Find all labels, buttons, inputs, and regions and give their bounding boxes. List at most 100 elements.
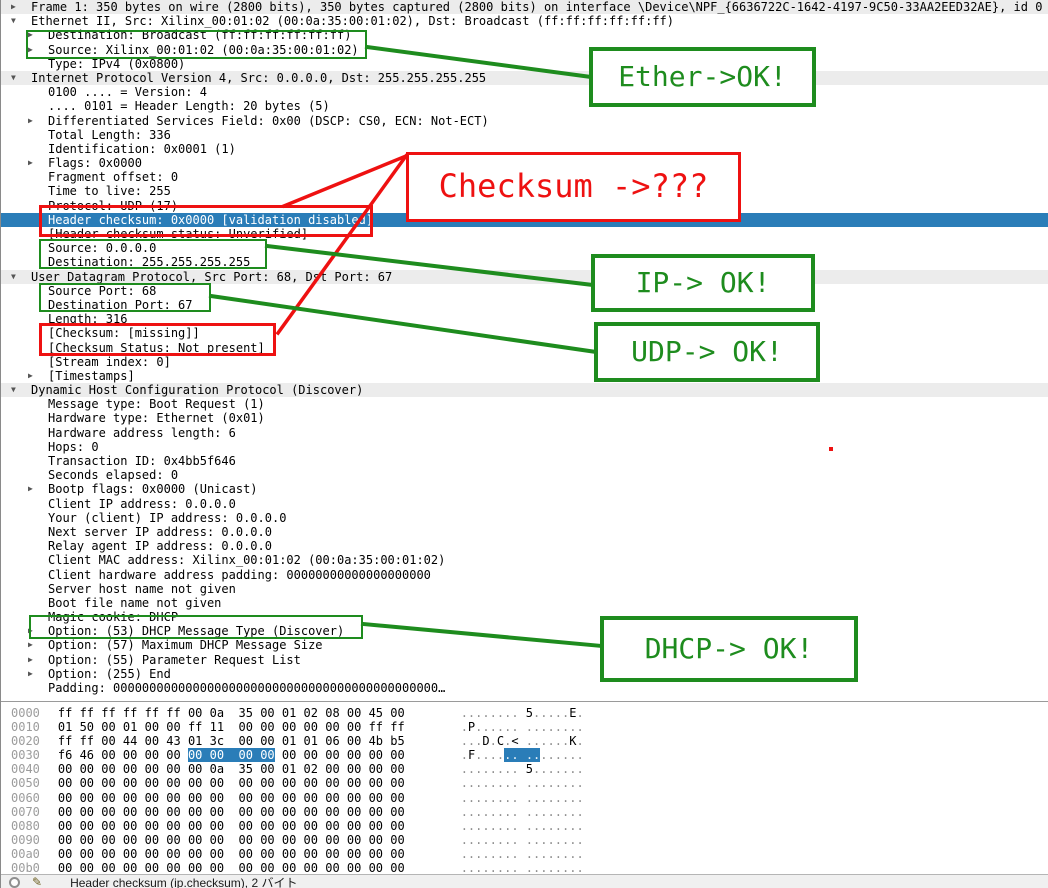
tree-row[interactable]: [Checksum Status: Not present] (1, 341, 1048, 355)
hex-ascii[interactable]: .F...... ........ (460, 748, 584, 763)
tree-row[interactable]: Client MAC address: Xilinx_00:01:02 (00:… (1, 553, 1048, 567)
expander-icon[interactable]: ▶ (28, 640, 33, 650)
hex-ascii[interactable]: ........ ........ (460, 818, 584, 833)
hex-bytes[interactable]: 00 00 00 00 00 00 00 00 00 00 00 00 00 0… (57, 846, 405, 861)
tree-row[interactable]: Boot file name not given (1, 596, 1048, 610)
tree-row[interactable]: Header checksum: 0x0000 [validation disa… (1, 212, 1048, 227)
tree-row[interactable]: ▶Flags: 0x0000 (1, 156, 1048, 170)
hex-ascii[interactable]: ........ ........ (460, 861, 584, 876)
tree-row[interactable]: Time to live: 255 (1, 184, 1048, 198)
tree-row[interactable]: [Header checksum status: Unverified] (1, 227, 1048, 241)
tree-row[interactable]: Fragment offset: 0 (1, 170, 1048, 184)
expander-icon[interactable]: ▶ (28, 158, 33, 168)
tree-row[interactable]: ▼Internet Protocol Version 4, Src: 0.0.0… (1, 70, 1048, 86)
expander-icon[interactable]: ▼ (11, 385, 16, 395)
tree-row[interactable]: Hops: 0 (1, 440, 1048, 454)
tree-row[interactable]: Relay agent IP address: 0.0.0.0 (1, 539, 1048, 553)
tree-row[interactable]: Source: 0.0.0.0 (1, 241, 1048, 255)
expander-icon[interactable]: ▼ (11, 16, 16, 26)
capture-comment-icon[interactable]: ✎ (32, 875, 43, 888)
tree-row[interactable]: ▶Destination: Broadcast (ff:ff:ff:ff:ff:… (1, 28, 1048, 42)
hex-ascii[interactable]: ........ ........ (460, 790, 584, 805)
hex-bytes[interactable]: 00 00 00 00 00 00 00 00 00 00 00 00 00 0… (57, 776, 405, 791)
expander-icon[interactable]: ▶ (28, 654, 33, 664)
tree-row[interactable]: Protocol: UDP (17) (1, 199, 1048, 213)
hex-bytes[interactable]: ff ff ff ff ff ff 00 0a 35 00 01 02 08 0… (57, 706, 405, 720)
hex-bytes[interactable]: 01 50 00 01 00 00 ff 11 00 00 00 00 00 0… (57, 720, 405, 735)
expert-info-icon[interactable] (9, 876, 20, 888)
tree-row[interactable]: ▶Bootp flags: 0x0000 (Unicast) (1, 482, 1048, 496)
tree-row[interactable]: Total Length: 336 (1, 128, 1048, 142)
hex-ascii[interactable]: ........ ........ (460, 846, 584, 861)
hex-bytes[interactable]: 00 00 00 00 00 00 00 00 00 00 00 00 00 0… (57, 790, 405, 805)
hex-ascii[interactable]: ........ 5....... (460, 762, 584, 777)
tree-row[interactable]: Destination Port: 67 (1, 298, 1048, 312)
expander-icon[interactable]: ▶ (28, 30, 33, 40)
tree-row[interactable]: Next server IP address: 0.0.0.0 (1, 525, 1048, 539)
tree-row[interactable]: Your (client) IP address: 0.0.0.0 (1, 511, 1048, 525)
expander-icon[interactable]: ▶ (11, 2, 16, 11)
expander-icon[interactable]: ▶ (28, 668, 33, 678)
tree-row[interactable]: Client IP address: 0.0.0.0 (1, 497, 1048, 511)
hex-bytes[interactable]: 00 00 00 00 00 00 00 00 00 00 00 00 00 0… (57, 832, 405, 847)
tree-row[interactable]: 0100 .... = Version: 4 (1, 85, 1048, 99)
expander-icon[interactable]: ▶ (28, 484, 33, 494)
tree-row[interactable]: [Stream index: 0] (1, 355, 1048, 369)
hex-bytes[interactable]: 00 00 00 00 00 00 00 00 00 00 00 00 00 0… (57, 818, 405, 833)
expander-icon[interactable]: ▼ (11, 271, 16, 281)
hex-bytes[interactable]: 00 00 00 00 00 00 00 00 00 00 00 00 00 0… (57, 804, 405, 819)
expander-icon[interactable]: ▶ (28, 44, 33, 54)
tree-row[interactable]: Hardware address length: 6 (1, 426, 1048, 440)
tree-row[interactable]: ▼Ethernet II, Src: Xilinx_00:01:02 (00:0… (1, 14, 1048, 28)
hex-ascii[interactable]: ........ ........ (460, 776, 584, 791)
tree-row[interactable]: Padding: 0000000000000000000000000000000… (1, 681, 1048, 695)
tree-row[interactable]: ▶Frame 1: 350 bytes on wire (2800 bits),… (1, 0, 1048, 15)
tree-row[interactable]: ▶Differentiated Services Field: 0x00 (DS… (1, 114, 1048, 128)
tree-row[interactable]: .... 0101 = Header Length: 20 bytes (5) (1, 99, 1048, 113)
tree-row[interactable]: Identification: 0x0001 (1) (1, 142, 1048, 156)
tree-row[interactable]: Source Port: 68 (1, 284, 1048, 298)
hex-bytes[interactable]: 00 00 00 00 00 00 00 00 00 00 00 00 00 0… (57, 861, 405, 876)
hex-bytes[interactable]: ff ff 00 44 00 43 01 3c 00 00 01 01 06 0… (57, 734, 405, 749)
tree-row[interactable]: Type: IPv4 (0x0800) (1, 57, 1048, 71)
tree-row[interactable]: Seconds elapsed: 0 (1, 468, 1048, 482)
tree-row[interactable]: ▶Option: (53) DHCP Message Type (Discove… (1, 624, 1048, 638)
expander-icon[interactable]: ▼ (11, 72, 16, 82)
tree-row[interactable]: ▶[Timestamps] (1, 369, 1048, 383)
expander-icon[interactable]: ▶ (28, 626, 33, 636)
hex-ascii[interactable]: ...D.C.< ......K. (460, 734, 584, 749)
tree-row[interactable]: ▼Dynamic Host Configuration Protocol (Di… (1, 383, 1048, 398)
tree-row[interactable]: Destination: 255.255.255.255 (1, 255, 1048, 269)
hex-ascii[interactable]: ........ 5.....E. (460, 706, 584, 720)
tree-row[interactable]: Message type: Boot Request (1) (1, 397, 1048, 411)
hex-ascii[interactable]: .P...... ........ (460, 720, 584, 735)
tree-row[interactable]: Server host name not given (1, 582, 1048, 596)
hex-ascii[interactable]: ........ ........ (460, 832, 584, 847)
hex-bytes[interactable]: 00 00 00 00 00 00 00 0a 35 00 01 02 00 0… (57, 762, 405, 777)
hex-bytes[interactable]: f6 46 00 00 00 00 00 00 00 00 00 00 00 0… (57, 748, 405, 763)
tree-row[interactable]: ▶Source: Xilinx_00:01:02 (00:0a:35:00:01… (1, 43, 1048, 57)
tree-row[interactable]: ▼User Datagram Protocol, Src Port: 68, D… (1, 269, 1048, 284)
tree-row[interactable]: Length: 316 (1, 312, 1048, 326)
tree-row[interactable]: Client hardware address padding: 0000000… (1, 568, 1048, 582)
tree-row[interactable]: [Checksum: [missing]] (1, 326, 1048, 340)
tree-row[interactable]: Hardware type: Ethernet (0x01) (1, 411, 1048, 425)
hex-ascii[interactable]: ........ ........ (460, 804, 584, 819)
tree-row[interactable]: ▶Option: (255) End (1, 667, 1048, 681)
tree-row[interactable]: ▶Option: (57) Maximum DHCP Message Size (1, 638, 1048, 652)
tree-row[interactable]: ▶Option: (55) Parameter Request List (1, 653, 1048, 667)
tree-row[interactable]: Magic cookie: DHCP (1, 610, 1048, 624)
expander-icon[interactable]: ▶ (28, 370, 33, 380)
